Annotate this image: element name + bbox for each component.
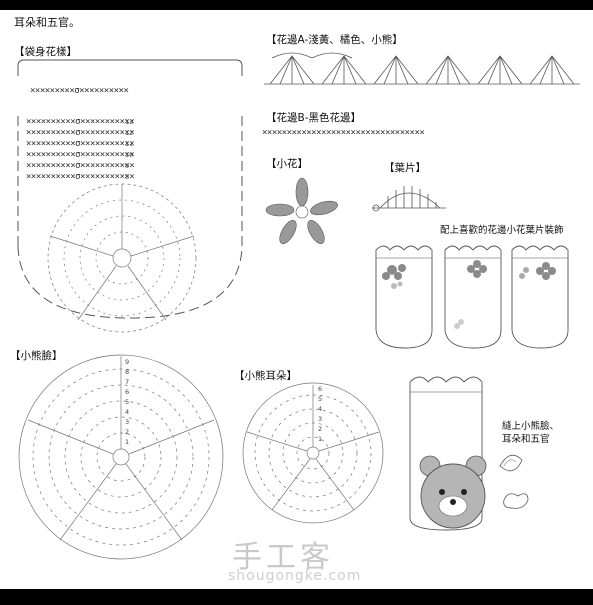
face-round-number: 7 [125,378,130,386]
face-round-number: 1 [125,438,130,446]
edge-b-label: 【花邊B-黑色花邊】 [266,112,361,124]
bag-row-number: 8 [125,173,130,181]
bag-stitch-row-13: ××××××××××σ××××××××××× [26,117,135,127]
decorate-note: 配上喜歡的花邊小花葉片裝飾 [440,225,564,236]
decorated-bag-3 [511,245,569,349]
decorated-bag-1 [375,245,433,349]
small-flower-label: 【小花】 [266,158,308,170]
bag-row-number: 11 [125,140,134,148]
bag-body-label: 【袋身花樣】 [14,46,77,58]
small-flower-chart [265,177,338,244]
bag-stitch-row-10: ××××××××××σ××××××××××× [26,150,135,160]
leaf-label: 【葉片】 [384,162,426,174]
header-title: 耳朵和五官。 [14,16,80,29]
edge-a-label: 【花邊A-淺黃、橘色、小熊】 [266,34,403,46]
top-border [0,0,593,10]
bag-body-outline [17,59,243,319]
bear-face-round-chart [18,354,224,560]
bottom-border [0,589,593,605]
ear-round-number: 3 [318,415,323,423]
ear-round-number: 5 [318,395,323,403]
bear-face-label: 【小熊臉】 [10,350,63,362]
edge-b-stitch-row: ××××××××××××××××××××××××××××××××× [262,128,425,138]
sew-note-line1: 縫上小熊臉、 [502,421,560,432]
bag-stitch-row-9: ××××××××××σ××××××××××× [26,161,135,171]
ear-round-number: 1 [318,435,323,443]
watermark-logo: 手工客 [232,540,334,575]
bag-stitch-row-12: ××××××××××σ××××××××××× [26,128,135,138]
face-round-number: 6 [125,388,130,396]
bear-ear-round-chart [242,382,384,524]
bag-stitch-row-11: ××××××××××σ××××××××××× [26,139,135,149]
face-round-number: 9 [125,358,130,366]
watermark-url: shougongke.com [228,568,362,584]
face-round-number: 8 [125,368,130,376]
sew-note-line2: 耳朵和五官 [502,434,550,445]
bag-stitch-row-top: ×××××××××σ×××××××××× [30,86,129,96]
finished-bear-bag [409,376,529,531]
bag-bottom-round-chart [47,183,197,333]
ear-round-number: 6 [318,385,323,393]
face-round-number: 4 [125,408,130,416]
decorated-bag-2 [444,245,502,349]
edge-a-shell-chart [264,52,580,85]
ear-round-number: 4 [318,405,323,413]
face-round-number: 3 [125,418,130,426]
bear-ear-label: 【小熊耳朵】 [234,370,297,382]
face-round-number: 5 [125,398,130,406]
face-round-number: 2 [125,428,130,436]
bag-row-number: 12 [125,129,134,137]
leaf-chart [372,186,446,212]
bag-row-number: 9 [125,162,130,170]
bag-row-number: 10 [125,151,134,159]
ear-round-number: 2 [318,425,323,433]
bag-row-number: 13 [125,118,134,126]
bag-stitch-row-8: ××××××××××σ××××××××××× [26,172,135,182]
